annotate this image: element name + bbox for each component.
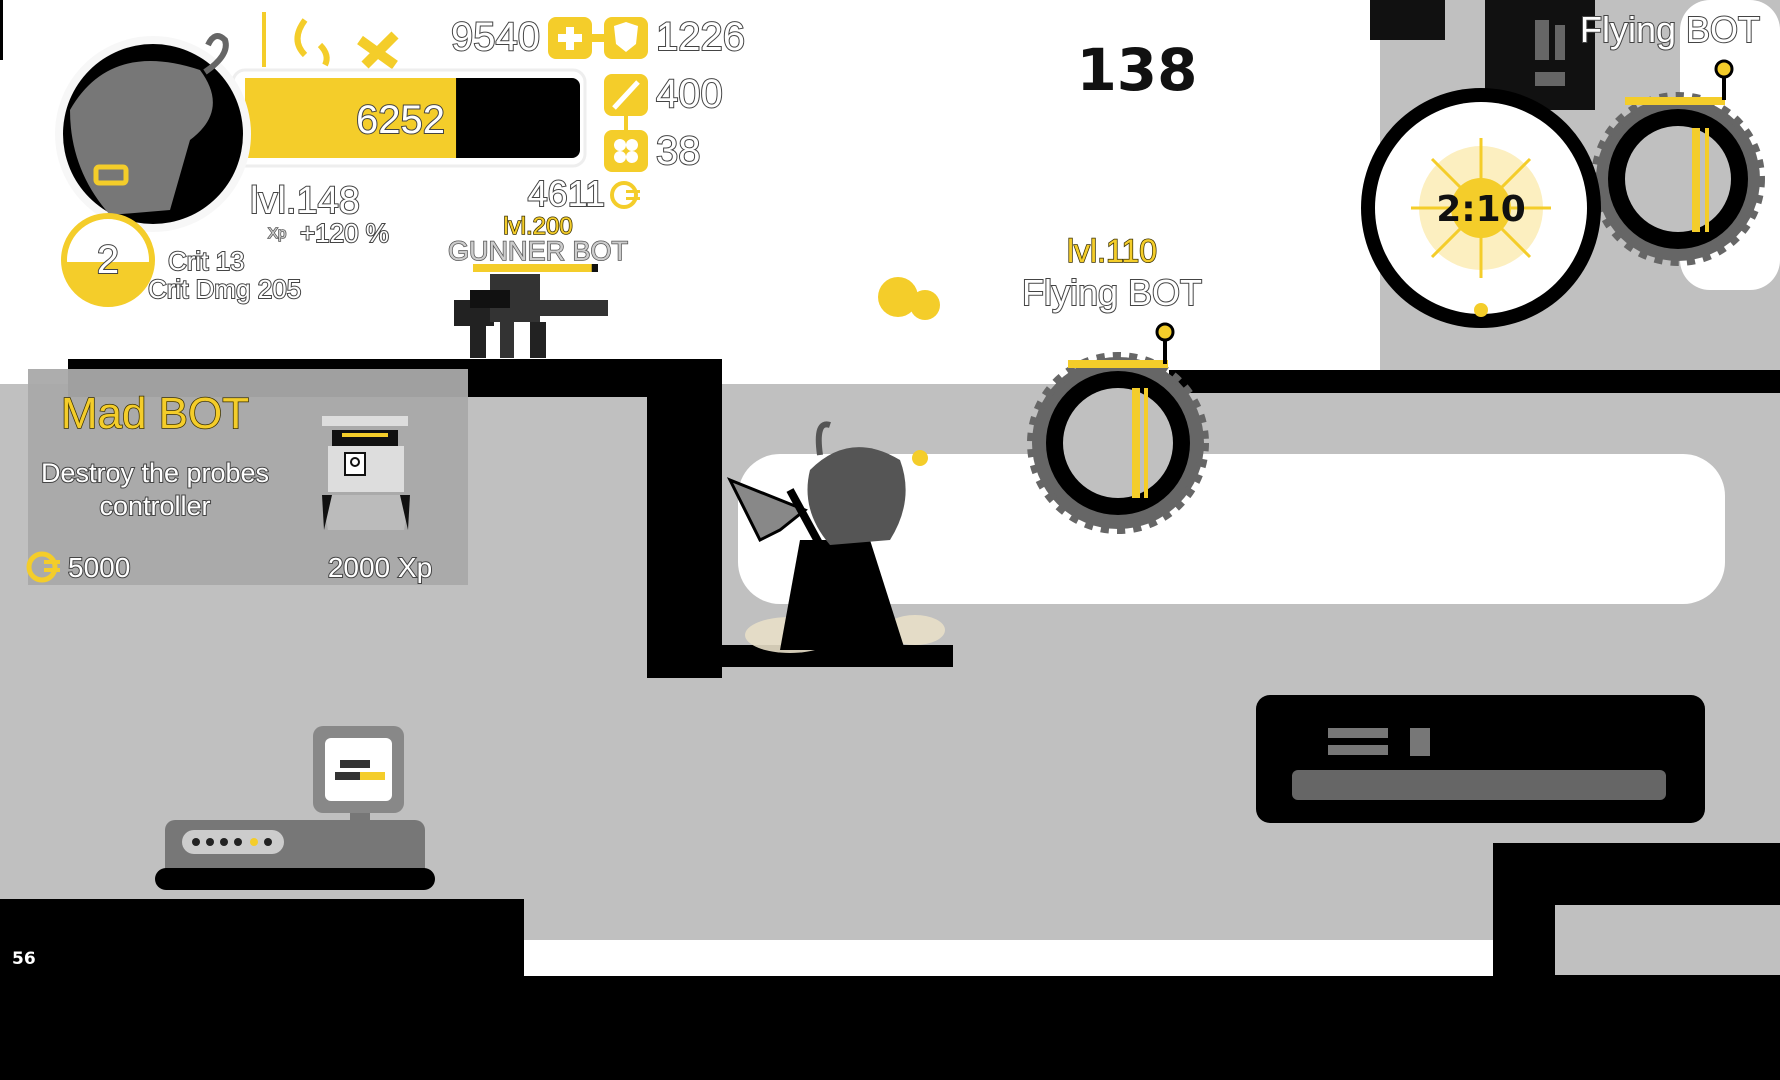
- pillar-detail: [1535, 72, 1565, 86]
- day-timer: 2:10: [1436, 189, 1526, 230]
- gunner-bot[interactable]: [454, 274, 608, 358]
- coin-count: 4611: [528, 173, 605, 214]
- flying-bot-level: lvl.110: [1067, 233, 1157, 269]
- lower-ledge: [699, 645, 953, 667]
- gunner-health-fill: [473, 264, 592, 272]
- hp-bar-fill: [245, 78, 457, 158]
- health-stat: 9540: [451, 15, 540, 59]
- console-detail: [1410, 728, 1430, 756]
- coin-icon: [26, 551, 60, 583]
- potion-icon[interactable]: 2: [61, 164, 155, 307]
- left-floor-block: [0, 899, 524, 989]
- computer-terminal[interactable]: [155, 726, 435, 890]
- frame-counter: 56: [12, 949, 36, 969]
- pillar-wall: [647, 359, 722, 678]
- right-platform: [1169, 370, 1780, 393]
- xp-label: Xp: [268, 225, 286, 242]
- console-detail: [1328, 728, 1388, 738]
- hp-value: 6252: [356, 98, 445, 142]
- crit-stat: Crit 13: [168, 246, 245, 276]
- quest-reward-coins: 5000: [68, 552, 130, 583]
- edge-line: [0, 0, 3, 60]
- flying-bot-saw[interactable]: [1027, 322, 1209, 534]
- floor-gap: [524, 940, 1494, 980]
- pillar-detail: [1535, 20, 1549, 60]
- crit-damage-stat: Crit Dmg 205: [148, 274, 301, 304]
- flying-bot-name: Flying BOT: [1022, 272, 1202, 313]
- hud: 6252 2 lvl.148 Xp +120 % Crit 13 Crit Dm…: [55, 12, 746, 307]
- player-character: [726, 421, 945, 653]
- quest-panel: Mad BOT Destroy the probes controller 50…: [26, 369, 468, 585]
- luck-stat: 38: [656, 129, 701, 173]
- cross-buff-icon: [357, 31, 399, 70]
- flying-bot-right-name: Flying BOT: [1580, 9, 1760, 50]
- ceiling-block: [1370, 0, 1445, 40]
- console-panel: [1256, 695, 1705, 823]
- player-level: lvl.148: [250, 180, 360, 222]
- tunnel-opening: [738, 454, 1725, 604]
- armor-stat: 1226: [656, 15, 745, 59]
- coin-pickup[interactable]: [878, 277, 940, 320]
- flame-buff-icon: [294, 18, 330, 67]
- score-counter: 138: [1076, 36, 1197, 104]
- pillar-detail: [1555, 25, 1565, 60]
- clover-icon: [604, 130, 648, 172]
- attack-stat: 400: [656, 72, 723, 116]
- buff-icon: [262, 12, 266, 67]
- gunner-name: GUNNER BOT: [448, 236, 628, 266]
- console-detail: [1328, 745, 1388, 755]
- quest-description: controller: [99, 491, 210, 521]
- quest-reward-xp: 2000 Xp: [328, 552, 432, 583]
- coin-icon: [610, 181, 640, 209]
- gunner-level: lvl.200: [503, 213, 572, 240]
- day-timer-dial: 2:10: [1361, 88, 1601, 328]
- console-bar: [1292, 770, 1666, 800]
- potion-count: 2: [97, 238, 119, 282]
- xp-bonus: +120 %: [300, 218, 389, 248]
- ground-floor: [0, 976, 1780, 1080]
- quest-title: Mad BOT: [61, 389, 249, 438]
- mad-bot-icon: [322, 416, 410, 530]
- flying-bot-right-saw[interactable]: [1591, 59, 1765, 266]
- quest-description: Destroy the probes: [41, 458, 269, 488]
- right-block-cutout: [1555, 905, 1780, 975]
